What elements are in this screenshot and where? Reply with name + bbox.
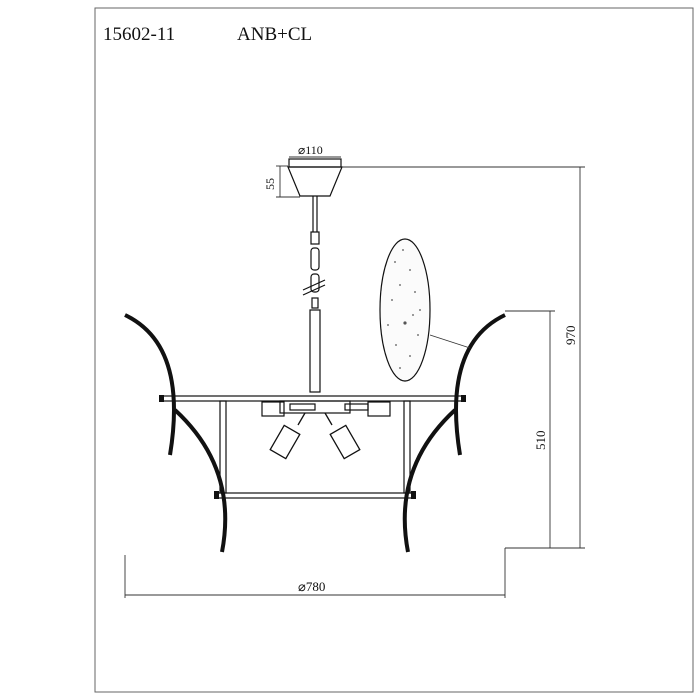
spotlight-left [269, 412, 306, 460]
canopy-height-label: 55 [263, 178, 277, 190]
glass-disc-detail [379, 238, 431, 382]
glass-disc-leader-line [429, 334, 471, 349]
total-height-label: 970 [563, 326, 578, 346]
finish-code: ANB+CL [237, 24, 312, 45]
model-code: 15602-11 [103, 24, 175, 45]
suspension-rod [302, 196, 326, 393]
center-hub [261, 400, 391, 417]
canopy-diameter-label: ⌀110 [298, 143, 323, 157]
spotlight-right [324, 412, 361, 460]
body-height-dimension [505, 310, 555, 548]
body-height-label: 510 [533, 431, 548, 451]
overall-diameter-dimension [124, 548, 506, 598]
ceiling-canopy [287, 158, 343, 197]
curved-shades [124, 313, 506, 553]
overall-diameter-label: ⌀780 [298, 579, 325, 594]
sheet-frame [94, 7, 694, 693]
frame-connectors [159, 395, 466, 499]
frame-posts [219, 400, 411, 494]
total-height-dimension [342, 166, 585, 549]
canopy-height-dimension [276, 165, 300, 198]
